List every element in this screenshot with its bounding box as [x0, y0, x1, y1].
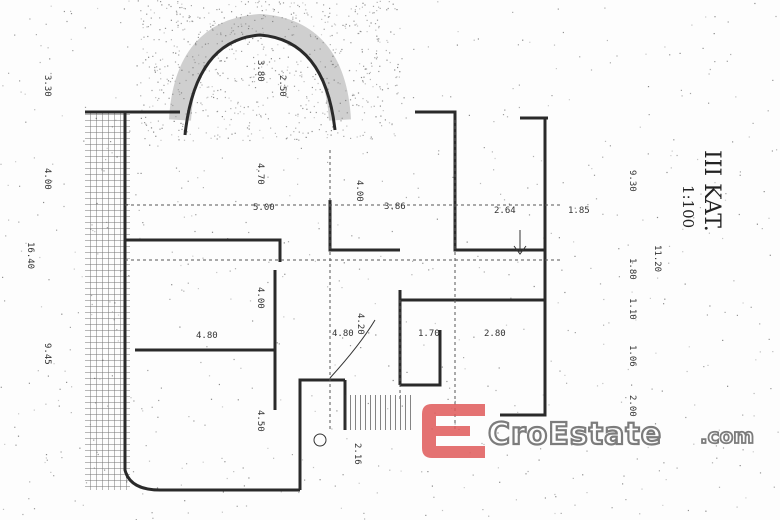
dim-room2-width: 3.86 [384, 202, 406, 212]
outer-wall [85, 110, 548, 492]
grid-lines [125, 120, 560, 430]
dim-hall-height: 4.20 [355, 313, 365, 335]
apse-inner-wall [183, 33, 337, 136]
scale-label: 1:100 [679, 185, 697, 228]
dim-living-height: 4.00 [255, 287, 265, 309]
dim-bedroom-height: 4.50 [255, 410, 265, 432]
dim-apse-radius: 2.50 [277, 75, 287, 97]
dim-living-width: 4.80 [196, 331, 218, 341]
dim-left-total: 16.40 [25, 242, 35, 269]
dim-stair-width: 2.64 [494, 206, 516, 216]
dim-right-top: 9.30 [627, 170, 637, 192]
dim-bottom: 2.16 [352, 443, 362, 465]
logo-e-mark [422, 404, 485, 458]
dim-room2-height: 4.00 [354, 180, 364, 202]
dim-room3-width: 1.85 [568, 206, 590, 216]
dim-right-total: 11.20 [652, 245, 662, 272]
croestate-logo: CroEstate .com [422, 404, 755, 458]
logo-domain-text: .com [700, 424, 754, 448]
dim-apse-width: 3.80 [255, 60, 265, 82]
logo-brand-text: CroEstate [488, 417, 662, 452]
staircase [345, 395, 415, 430]
dim-right-a: 1.80 [627, 258, 637, 280]
stair-arrow-icon [513, 230, 527, 255]
dim-bath-width: 1.70 [418, 329, 440, 339]
floor-title: III KAT. [699, 150, 724, 232]
dim-left-bottom: 9.45 [42, 343, 52, 365]
dim-left-mid: 4.00 [42, 168, 52, 190]
dim-right-c: 1.06 [627, 345, 637, 367]
dim-kitchen-width: 2.80 [484, 329, 506, 339]
dim-right-d: 2.00 [627, 395, 637, 417]
apse-wall [169, 13, 351, 121]
dim-room1-width: 5.00 [253, 203, 275, 213]
dim-right-b: 1.10 [627, 298, 637, 320]
dim-room1-height: 4.70 [255, 163, 265, 185]
dim-left-top: 3.30 [42, 75, 52, 97]
balcony-hatch [85, 112, 130, 490]
dim-hall-width: 4.80 [332, 329, 354, 339]
door-swing [329, 319, 376, 379]
wc-fixture [313, 433, 327, 447]
